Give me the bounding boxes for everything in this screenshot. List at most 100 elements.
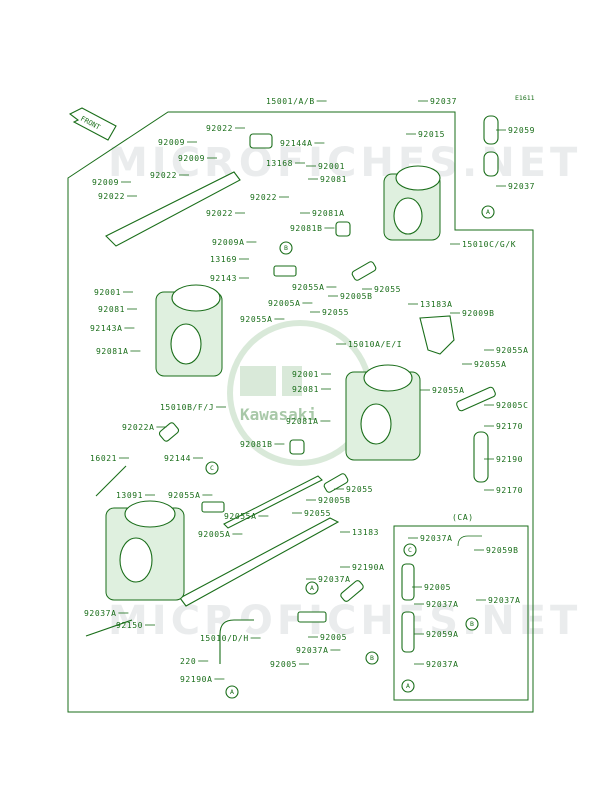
part-label: 92081B: [240, 440, 273, 449]
part-label: 220: [180, 657, 196, 666]
part-label: 92009A: [212, 238, 245, 247]
carburetor-15010a: [345, 364, 421, 461]
part-label: 92005C: [496, 401, 529, 410]
springs: [158, 133, 377, 493]
fuel-hose-right: [473, 115, 499, 483]
part-label: 92055: [374, 285, 401, 294]
part-label: 15010B/F/J: [160, 403, 214, 412]
part-label: 15001/A/B: [266, 97, 315, 106]
part-label: 13091: [116, 491, 143, 500]
part-label: 92055: [322, 308, 349, 317]
callout-markers: A B C A B C A B A: [205, 205, 495, 699]
part-label: 13168: [266, 159, 293, 168]
part-label: 92055: [304, 509, 331, 518]
part-label: 92055A: [292, 283, 325, 292]
part-label: 92037: [508, 182, 535, 191]
part-label: 92022: [98, 192, 125, 201]
part-label: 15010A/E/I: [348, 340, 402, 349]
part-label: 92009B: [462, 309, 495, 318]
part-label: 92081: [292, 385, 319, 394]
callout-a: A: [401, 679, 415, 693]
part-label: 92055A: [240, 315, 273, 324]
part-label: 92022A: [122, 423, 155, 432]
part-label: 13169: [210, 255, 237, 264]
part-label: 92037A: [420, 534, 453, 543]
part-label: 92055A: [474, 360, 507, 369]
screws: [85, 465, 133, 637]
part-label: 92037A: [296, 646, 329, 655]
part-label: 15010/D/H: [200, 634, 249, 643]
part-label: 92005A: [268, 299, 301, 308]
callout-c: C: [403, 543, 417, 557]
ca-hoses: [401, 535, 486, 653]
part-label: 92143A: [90, 324, 123, 333]
part-label: 15010C/G/K: [462, 240, 516, 249]
part-label: 92055A: [168, 491, 201, 500]
svg-text:A: A: [406, 682, 410, 690]
part-label: 92037A: [84, 609, 117, 618]
part-label: 92001: [94, 288, 121, 297]
svg-text:B: B: [284, 244, 288, 252]
part-label: 92190A: [180, 675, 213, 684]
part-label: 92037A: [426, 660, 459, 669]
carburetor-15010c: [383, 165, 441, 241]
bracket-13183a: [419, 315, 455, 355]
front-arrow-icon: FRONT: [68, 107, 117, 141]
part-label: 16021: [90, 454, 117, 463]
part-label: 92081B: [290, 224, 323, 233]
part-label: 92190: [496, 455, 523, 464]
part-label: 92170: [496, 422, 523, 431]
part-label: 92081A: [96, 347, 129, 356]
part-label: 92170: [496, 486, 523, 495]
callout-b: B: [365, 651, 379, 665]
part-label: 92055A: [224, 512, 257, 521]
part-label: 92009: [92, 178, 119, 187]
part-label: 92022: [150, 171, 177, 180]
part-label: 13183: [352, 528, 379, 537]
part-label: 92055A: [496, 346, 529, 355]
svg-text:B: B: [470, 620, 474, 628]
part-label: 92055A: [432, 386, 465, 395]
callout-a: C: [205, 461, 219, 475]
carburetor-15010: [105, 500, 185, 601]
part-label: 92005: [320, 633, 347, 642]
svg-text:C: C: [210, 464, 214, 472]
part-label: 92037A: [488, 596, 521, 605]
part-label: 92001: [318, 162, 345, 171]
fittings: [201, 265, 496, 664]
part-label: 92144A: [280, 139, 313, 148]
part-label: 92081: [98, 305, 125, 314]
watermark-text-top: MICROFICHES.NET: [108, 140, 581, 186]
part-label: 92059: [508, 126, 535, 135]
part-label: 92009: [178, 154, 205, 163]
callout-a: A: [225, 685, 239, 699]
part-label: 92150: [116, 621, 143, 630]
part-label: 92144: [164, 454, 191, 463]
svg-text:C: C: [408, 546, 412, 554]
callout-b: B: [279, 241, 293, 255]
ca-section-label: (CA): [452, 513, 474, 522]
svg-text:Kawasaki: Kawasaki: [240, 405, 317, 424]
svg-text:A: A: [486, 208, 490, 216]
svg-text:A: A: [310, 584, 314, 592]
part-label: 92015: [418, 130, 445, 139]
part-label: 92081A: [312, 209, 345, 218]
part-label: 92081A: [286, 417, 319, 426]
part-label: 92081: [320, 175, 347, 184]
carburetor-15010b: [155, 284, 223, 377]
part-label: 92055: [346, 485, 373, 494]
part-label: 92037A: [318, 575, 351, 584]
part-label: 92005B: [340, 292, 373, 301]
part-label: 92005B: [318, 496, 351, 505]
part-label: 92190A: [352, 563, 385, 572]
part-label: 92001: [292, 370, 319, 379]
part-label: 92022: [250, 193, 277, 202]
assembly-outline: [67, 111, 534, 713]
part-label: 92005A: [198, 530, 231, 539]
part-label: 92005: [424, 583, 451, 592]
svg-text:B: B: [370, 654, 374, 662]
part-label: 92059B: [486, 546, 519, 555]
part-label: 92022: [206, 124, 233, 133]
